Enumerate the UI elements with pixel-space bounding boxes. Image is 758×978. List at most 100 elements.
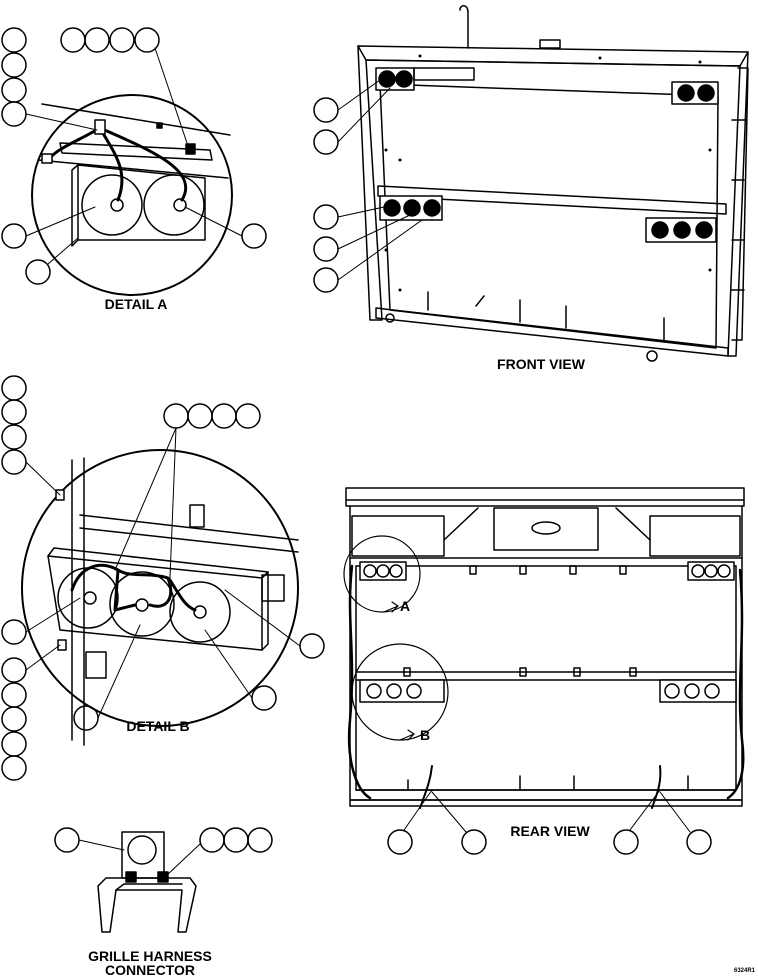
rear-view-caption: REAR VIEW [510,823,590,839]
rear-lamp-mr-2 [684,683,700,699]
rear-lamp-ur-2 [704,564,718,578]
front-view-caption: FRONT VIEW [497,356,585,372]
callout-f-4 [313,236,339,262]
front-view [313,5,749,362]
detail-a-lamp-2-hub [173,198,187,212]
callout-f-5 [313,267,339,293]
rear-detail-b-arrow [399,729,415,741]
front-wheel-2 [385,313,395,323]
grille-connector-view [54,827,273,933]
callout-g-2 [199,827,225,853]
rear-lamp-mr-1 [664,683,680,699]
front-handle [539,39,561,49]
grille-nut-2 [157,871,169,883]
front-top-bracket [413,67,475,81]
front-right-panels [731,67,749,341]
callout-f-3 [313,204,339,230]
rear-mid-left-lamps [359,679,445,703]
callout-a-10 [241,223,267,249]
front-lamp-mr-3 [695,221,713,239]
callout-g-4 [247,827,273,853]
front-antenna [459,5,469,49]
front-lamp-ul-2 [395,70,413,88]
figure-number: 6324R1 [734,968,756,974]
detail-b-bracket [47,555,263,651]
callout-g-3 [223,827,249,853]
callout-r-4 [686,829,712,855]
front-back-panel [379,83,719,349]
rear-inner-frame [355,565,737,791]
rear-left-box [351,515,445,557]
detail-b-bracket-side [261,571,269,651]
rear-lamp-ul-2 [376,564,390,578]
callout-a-6 [84,27,110,53]
front-lamp-ml-3 [423,199,441,217]
detail-a-harness-2 [98,126,188,202]
front-crossbar [377,185,727,215]
detail-b-tab [189,504,205,528]
callout-b-1 [1,375,27,401]
callout-b-15 [299,633,325,659]
detail-a-caption: DETAIL A [104,296,168,312]
detail-a-view [1,27,267,296]
rear-lamp-ul-3 [389,564,403,578]
callout-b-17 [73,705,99,731]
callout-b-16 [251,685,277,711]
callout-a-8 [134,27,160,53]
rear-upper-housing [349,505,743,559]
front-left-post [357,45,383,321]
detail-b-shelf [79,514,299,553]
front-lamp-mr-1 [651,221,669,239]
callout-a-2 [1,52,27,78]
detail-b-lamp-1-hub [83,591,97,605]
leader-lines-b [25,427,301,719]
detail-a-fastener-2 [156,122,163,129]
rear-lamp-ml-2 [386,683,402,699]
front-lamp-ur-1 [677,84,695,102]
detail-b-panel-edge [71,457,85,746]
rear-detail-a-circle [343,535,421,613]
callout-a-1 [1,27,27,53]
callout-a-11 [25,259,51,285]
detail-a-harness [98,126,124,202]
detail-a-clip [41,153,53,164]
rear-left-harness [347,564,372,800]
detail-a-panel-edge [41,103,231,136]
leader-lines-rear [403,789,691,833]
callout-f-2 [313,129,339,155]
callout-b-2 [1,399,27,425]
rear-lamp-ul-1 [363,564,377,578]
grille-u-bracket [97,877,197,933]
detail-b-circle [21,449,299,727]
rear-upper-left-lamps [359,561,407,581]
front-right-post [727,51,749,357]
callout-b-9 [1,619,27,645]
detail-b-lamp-2-hub [135,598,149,612]
front-bottom-rail [375,307,729,357]
callout-g-1 [54,827,80,853]
leader-lines-a [25,47,243,265]
rear-lamp-ur-3 [717,564,731,578]
callout-b-6 [187,403,213,429]
detail-a-lamp-1 [81,174,143,236]
grille-plate-hole [127,835,157,865]
rear-center-braces [443,507,651,541]
callout-b-13 [1,731,27,757]
leader-lines-grille [78,839,201,877]
detail-b-lamp-3 [169,581,231,643]
detail-b-tab-2 [261,574,285,602]
callout-a-4 [1,101,27,127]
detail-a-bracket-side [71,164,79,247]
detail-b-harness [70,563,197,612]
rear-lamp-ur-1 [691,564,705,578]
rear-bottom-wire-right [651,765,662,809]
callout-b-11 [1,682,27,708]
front-bottom-tabs [427,291,665,341]
grille-caption-line2: CONNECTOR [105,962,195,978]
callout-a-5 [60,27,86,53]
callout-a-7 [109,27,135,53]
callout-a-3 [1,77,27,103]
rear-lamp-ml-1 [366,683,382,699]
rear-mid-rail [355,671,737,681]
